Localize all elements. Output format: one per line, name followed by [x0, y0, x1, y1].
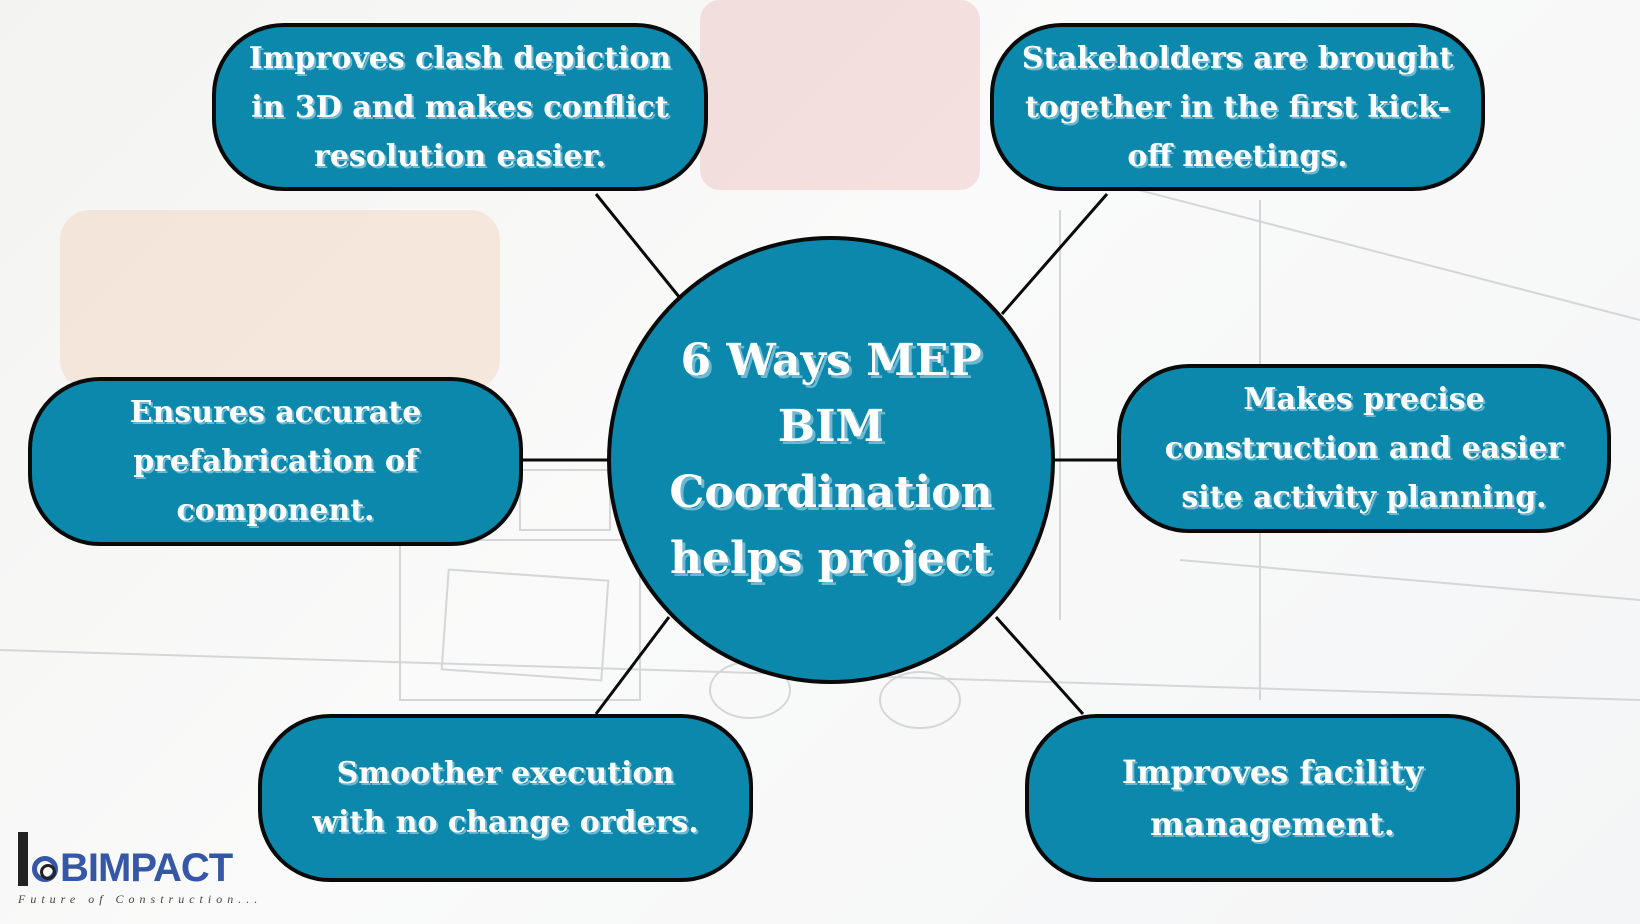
logo-wordmark: BIMPACT	[60, 846, 233, 890]
logo-tagline: Future of Construction...	[18, 892, 263, 906]
bimpact-logo: BIMPACT Future of Construction...	[16, 828, 257, 910]
benefit-box-facility-management: Improves facility management.	[1025, 714, 1520, 882]
benefit-box-construction-planning: Makes precise construction and easier si…	[1117, 364, 1611, 533]
logo-mark-icon	[18, 832, 28, 886]
benefit-box-clash-depiction: Improves clash depiction in 3D and makes…	[212, 23, 708, 191]
benefit-text: Improves facility management.	[1121, 753, 1424, 843]
connector-lines	[523, 193, 1117, 716]
benefit-text: Stakeholders are brought together in the…	[1021, 40, 1454, 174]
center-title-circle: 6 Ways MEP BIM Coordination helps projec…	[607, 236, 1055, 684]
benefit-box-prefabrication: Ensures accurate prefabrication of compo…	[28, 377, 523, 546]
benefit-text: Ensures accurate prefabrication of compo…	[129, 395, 422, 528]
logo-p-icon	[32, 856, 58, 882]
benefit-box-stakeholders: Stakeholders are brought together in the…	[990, 23, 1485, 191]
benefit-text: Smoother execution with no change orders…	[312, 756, 699, 840]
benefit-box-smoother-execution: Smoother execution with no change orders…	[258, 714, 753, 882]
benefit-text: Makes precise construction and easier si…	[1164, 382, 1564, 515]
page-title: 6 Ways MEP BIM Coordination helps projec…	[669, 335, 993, 584]
benefit-text: Improves clash depiction in 3D and makes…	[248, 40, 672, 174]
